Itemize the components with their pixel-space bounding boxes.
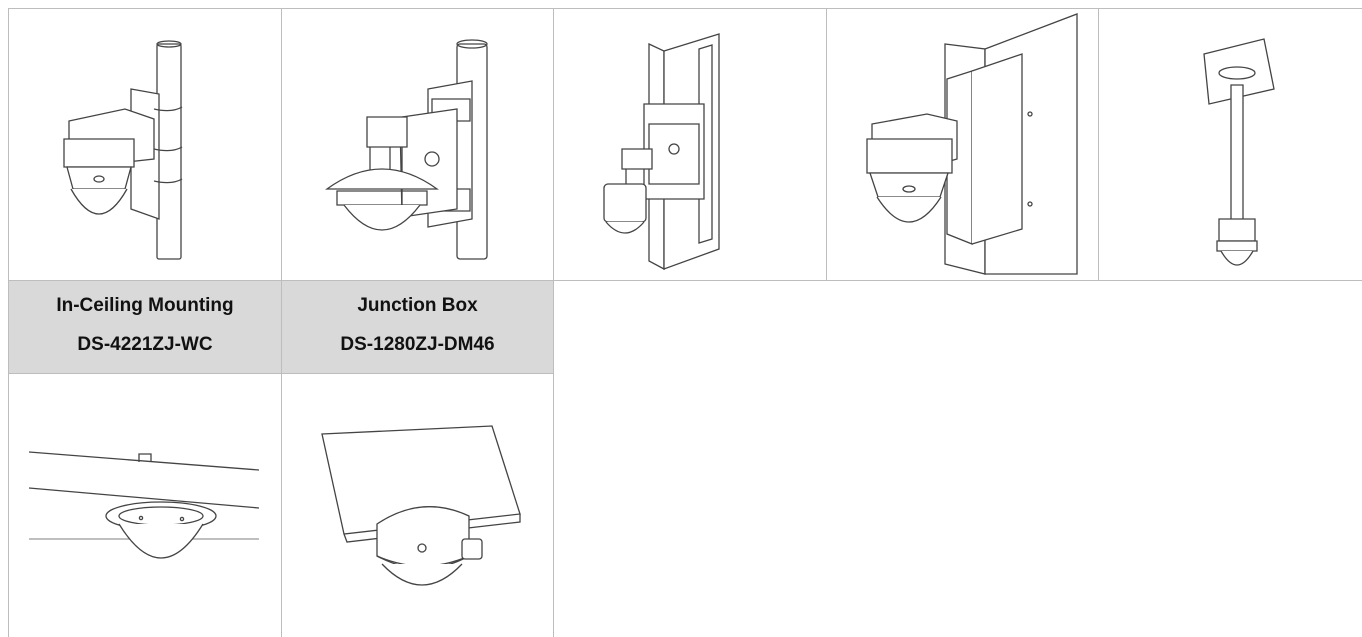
column-divider-1 — [281, 8, 282, 637]
row-divider-1 — [8, 280, 1362, 281]
column-divider-2 — [553, 8, 554, 637]
junction-box-ceiling-illustration — [282, 374, 553, 637]
column-divider-0 — [8, 8, 9, 637]
junction-box-model: DS-1280ZJ-DM46 — [340, 334, 495, 355]
in-ceiling-mounting-title: In-Ceiling Mounting — [56, 295, 234, 316]
column-divider-4 — [1098, 8, 1099, 280]
pole-mount-junction-box-illustration — [282, 9, 553, 280]
column-divider-3 — [826, 8, 827, 280]
corner-mount-junction-box-illustration — [554, 9, 826, 280]
in-ceiling-mount-illustration — [9, 374, 281, 637]
top-border — [8, 8, 1362, 9]
junction-box-label: Junction Box DS-1280ZJ-DM46 — [282, 281, 553, 373]
pendant-mount-illustration — [1099, 9, 1362, 280]
corner-mount-bracket-illustration — [827, 9, 1098, 280]
in-ceiling-mounting-model: DS-4221ZJ-WC — [77, 334, 213, 355]
pole-mount-bracket-illustration — [9, 9, 281, 280]
junction-box-title: Junction Box — [357, 295, 478, 316]
in-ceiling-mounting-label: In-Ceiling Mounting DS-4221ZJ-WC — [9, 281, 281, 373]
row-divider-2 — [8, 373, 553, 374]
